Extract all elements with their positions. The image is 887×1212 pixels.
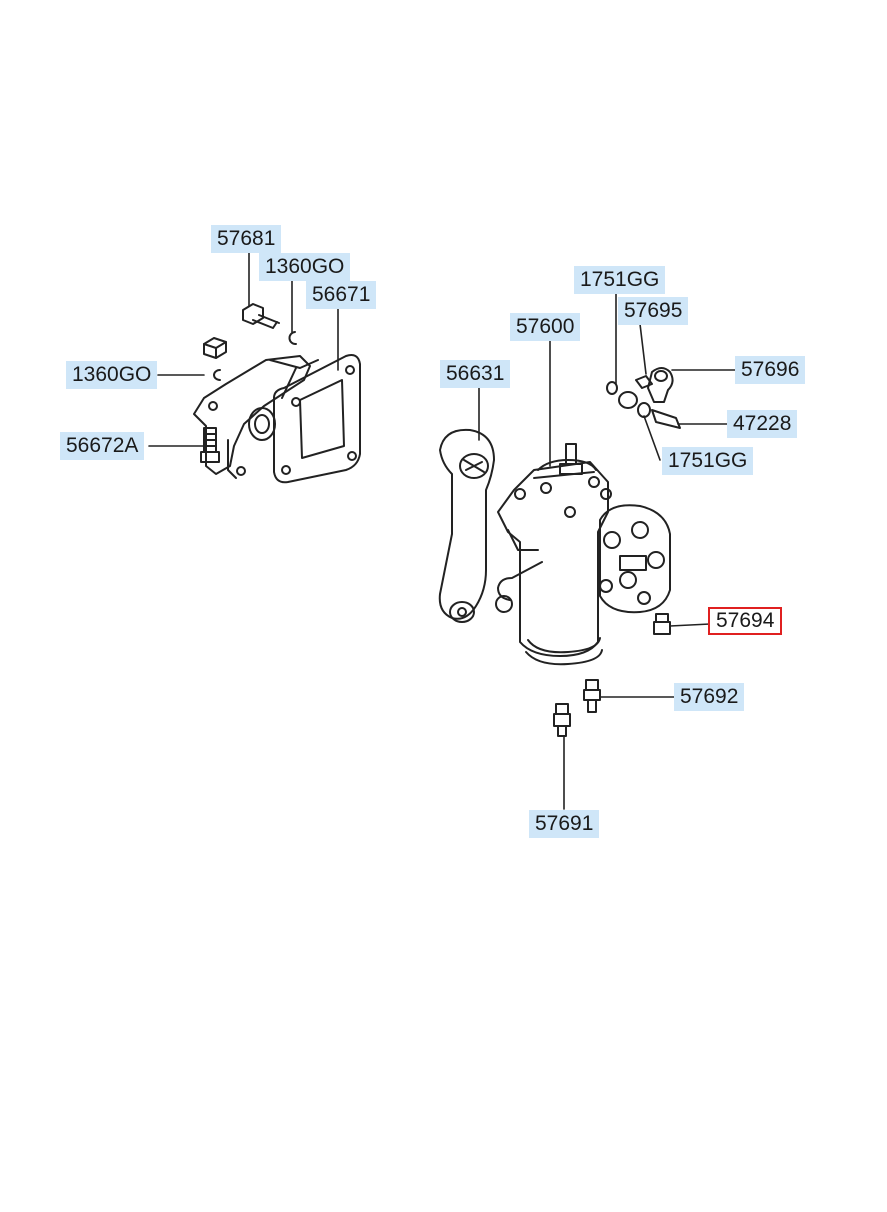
bolt-56672a-drawing <box>200 427 220 463</box>
callout-57694[interactable]: 57694 <box>708 607 783 635</box>
callout-57695[interactable]: 57695 <box>618 297 689 325</box>
callout-1751gg-bottom[interactable]: 1751GG <box>662 447 754 475</box>
callout-57681[interactable]: 57681 <box>211 225 282 253</box>
callout-57691[interactable]: 57691 <box>529 810 600 838</box>
valve-body-drawing <box>599 504 671 614</box>
callout-57696[interactable]: 57696 <box>735 356 806 384</box>
hose-fittings-drawing <box>606 367 681 429</box>
bolt-57681-drawing <box>242 303 280 329</box>
clip-left-drawing <box>213 369 221 381</box>
pitman-arm-drawing <box>438 428 495 623</box>
callout-56631[interactable]: 56631 <box>440 360 511 388</box>
bracket-assembly <box>193 303 361 484</box>
leader-lines <box>148 249 736 810</box>
plug-57694-drawing <box>653 613 671 635</box>
callout-1360go-left[interactable]: 1360GO <box>66 361 158 389</box>
callout-1360go-top[interactable]: 1360GO <box>259 253 351 281</box>
gear-box-assembly <box>438 367 681 737</box>
bracket-body-drawing <box>193 355 319 479</box>
sender-57691-drawing <box>553 703 571 737</box>
gear-housing-drawing <box>495 443 612 666</box>
callout-1751gg-top[interactable]: 1751GG <box>574 266 666 294</box>
callout-47228[interactable]: 47228 <box>727 410 798 438</box>
nut-drawing <box>203 337 227 359</box>
callout-57600[interactable]: 57600 <box>510 313 581 341</box>
callout-56671[interactable]: 56671 <box>306 281 377 309</box>
clip-top-drawing <box>288 331 297 345</box>
callout-57692[interactable]: 57692 <box>674 683 745 711</box>
sender-57692-drawing <box>583 679 601 713</box>
callout-56672a[interactable]: 56672A <box>60 432 145 460</box>
flange-plate-drawing <box>273 354 361 484</box>
